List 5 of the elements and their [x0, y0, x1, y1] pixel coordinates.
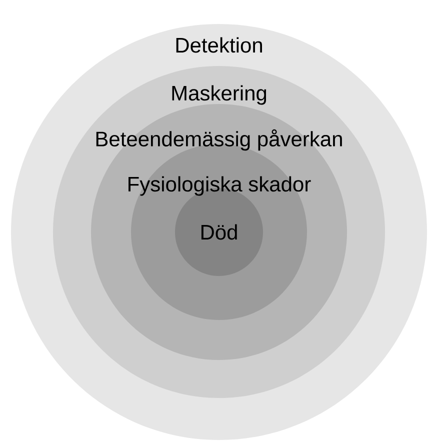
zone-label: Fysiologiska skador	[128, 176, 311, 196]
zone-label: Maskering	[172, 85, 266, 105]
zone-label: Detektion	[176, 37, 262, 53]
zone-label: Beteendemässig påverkan	[96, 129, 342, 151]
zone-label: Död	[201, 224, 237, 240]
